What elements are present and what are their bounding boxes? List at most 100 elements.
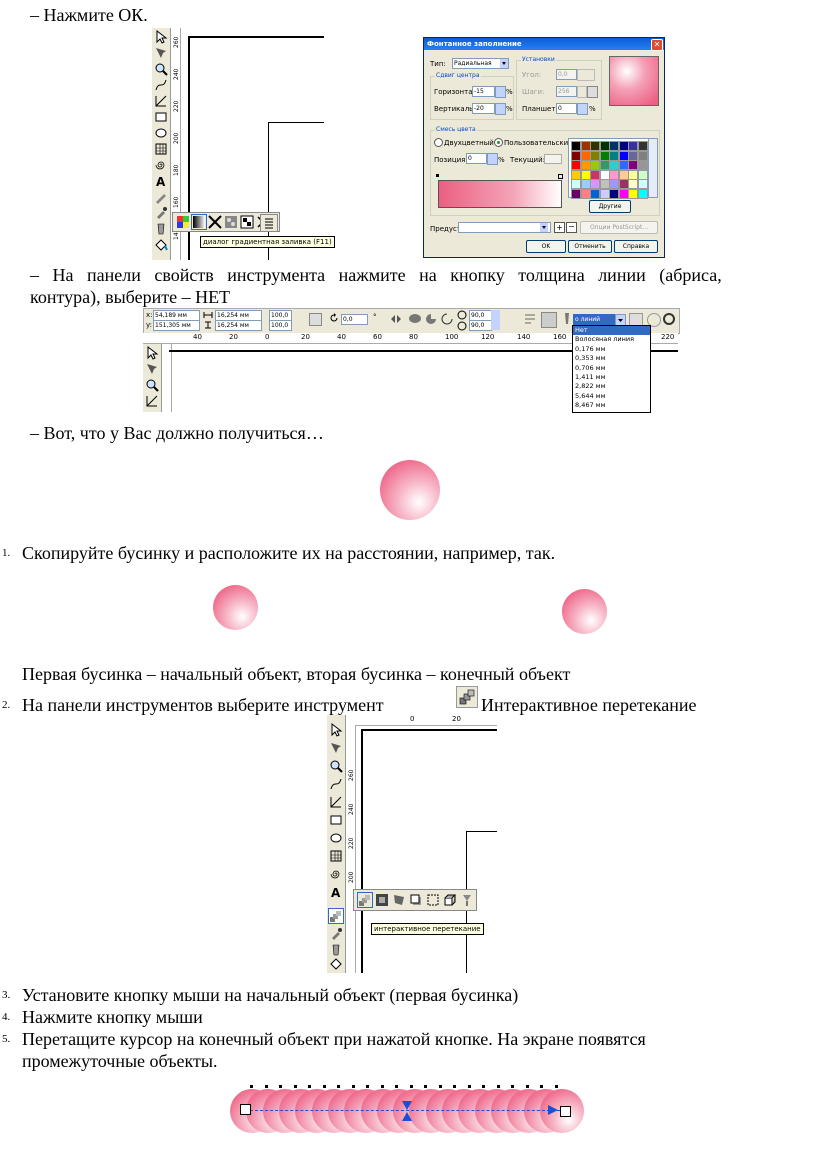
rectangle-tool-icon[interactable] xyxy=(154,110,168,124)
palette-swatch[interactable] xyxy=(609,141,619,151)
add-preset-icon[interactable]: + xyxy=(554,222,565,233)
two-color-radio[interactable] xyxy=(434,138,443,147)
interactive-tool-icon[interactable] xyxy=(154,190,168,204)
text-tool-icon[interactable]: A xyxy=(154,174,168,188)
gradient-bar[interactable] xyxy=(438,180,562,208)
palette-swatch[interactable] xyxy=(618,188,629,199)
palette-swatch[interactable] xyxy=(609,179,619,189)
palette-swatch[interactable] xyxy=(609,188,619,199)
position-spinner[interactable] xyxy=(487,153,498,165)
transparency-icon[interactable] xyxy=(460,893,474,907)
ellipse-tool-icon[interactable] xyxy=(329,831,343,845)
rectangle-tool-icon[interactable] xyxy=(329,813,343,827)
palette-swatch[interactable] xyxy=(637,169,648,180)
outline-option[interactable]: 8,467 мм xyxy=(575,401,606,410)
palette-swatch[interactable] xyxy=(609,160,619,170)
polygon-tool-icon[interactable] xyxy=(329,849,343,863)
palette-swatch[interactable] xyxy=(637,188,648,199)
palette-swatch[interactable] xyxy=(628,169,638,180)
outline-option[interactable]: 5,644 мм xyxy=(575,391,606,400)
shape-tool-icon[interactable] xyxy=(145,362,159,376)
palette-swatch[interactable] xyxy=(609,150,619,161)
palette-swatch[interactable] xyxy=(637,179,648,189)
pad-input[interactable]: 0 xyxy=(556,103,577,114)
pad-spinner[interactable] xyxy=(577,103,588,115)
color-palette-icon[interactable] xyxy=(176,215,190,229)
palette-swatch[interactable] xyxy=(571,160,581,170)
zoom-tool-icon[interactable] xyxy=(154,62,168,76)
outline-option[interactable]: 0,706 мм xyxy=(575,363,606,372)
outline-tool-icon[interactable] xyxy=(154,222,168,236)
position-input[interactable]: 0 xyxy=(466,153,487,164)
horizontal-input[interactable]: -15 xyxy=(472,86,495,97)
height-input[interactable]: 16,254 мм xyxy=(215,320,262,331)
blend-end-handle[interactable] xyxy=(560,1106,571,1117)
outline-option[interactable]: Волосяная линия xyxy=(575,335,635,344)
palette-swatch[interactable] xyxy=(599,160,610,170)
dimension-tool-icon[interactable] xyxy=(154,94,168,108)
blend-tool-icon[interactable] xyxy=(328,908,344,924)
eyedropper-tool-icon[interactable] xyxy=(329,927,343,941)
fill-tool-icon[interactable] xyxy=(154,238,168,252)
outline-option[interactable]: 1,411 мм xyxy=(575,373,606,381)
ellipse-tool-icon[interactable] xyxy=(154,126,168,140)
palette-swatch[interactable] xyxy=(571,150,581,161)
blend-acceleration-handle[interactable] xyxy=(402,1101,412,1121)
palette-swatch[interactable] xyxy=(590,160,600,170)
ring-icon[interactable] xyxy=(663,313,675,325)
cancel-button[interactable]: Отменить xyxy=(568,240,612,253)
palette-swatch[interactable] xyxy=(609,169,619,180)
blend-start-handle[interactable] xyxy=(240,1104,251,1115)
to-front-icon[interactable] xyxy=(541,312,557,328)
palette-swatch[interactable] xyxy=(628,150,638,161)
pick-tool-icon[interactable] xyxy=(145,346,159,360)
palette-swatch[interactable] xyxy=(628,141,638,151)
spiral-tool-icon[interactable] xyxy=(154,158,168,172)
lock-ratio-icon[interactable] xyxy=(309,313,322,326)
outline-option[interactable]: 0,176 мм xyxy=(575,344,606,353)
palette-swatch[interactable] xyxy=(637,141,648,151)
ok-button[interactable]: OK xyxy=(526,240,566,253)
freehand-tool-icon[interactable] xyxy=(154,78,168,92)
distort-icon[interactable] xyxy=(392,893,406,907)
shape-tool-icon[interactable] xyxy=(329,741,343,755)
palette-swatch[interactable] xyxy=(571,141,581,151)
fill-tool-icon[interactable] xyxy=(329,957,343,971)
y-position-input[interactable]: 151,305 мм xyxy=(153,320,200,331)
remove-preset-icon[interactable]: − xyxy=(566,222,577,233)
eyedropper-tool-icon[interactable] xyxy=(154,206,168,220)
palette-swatch[interactable] xyxy=(599,141,610,151)
gradient-fill-icon[interactable] xyxy=(191,214,207,230)
ellipse-icon[interactable] xyxy=(409,314,421,323)
contour-icon[interactable] xyxy=(375,893,389,907)
blend-icon[interactable] xyxy=(357,892,373,908)
outline-width-select[interactable]: о линий xyxy=(573,314,616,325)
envelope-icon[interactable] xyxy=(426,893,440,907)
dimension-tool-icon[interactable] xyxy=(329,795,343,809)
chevron-down-icon[interactable] xyxy=(540,223,548,232)
texture-fill-icon[interactable] xyxy=(224,215,238,229)
palette-swatch[interactable] xyxy=(580,141,591,151)
outline-option[interactable]: 2,822 мм xyxy=(575,382,606,391)
palette-swatch[interactable] xyxy=(628,188,638,199)
mirror-icon[interactable] xyxy=(389,312,403,326)
arc-icon[interactable] xyxy=(441,313,453,325)
chevron-down-icon[interactable] xyxy=(500,59,508,68)
palette-swatch[interactable] xyxy=(618,150,629,161)
clock-icon[interactable] xyxy=(647,313,661,327)
pick-tool-icon[interactable] xyxy=(154,30,168,44)
palette-swatch[interactable] xyxy=(618,160,629,170)
palette-swatch[interactable] xyxy=(580,188,591,199)
vertical-input[interactable]: -20 xyxy=(472,103,495,114)
extrude-icon[interactable] xyxy=(443,893,457,907)
pie-icon[interactable] xyxy=(425,313,437,325)
close-button[interactable]: ✕ xyxy=(651,39,663,51)
gradient-end-marker[interactable] xyxy=(558,174,563,179)
palette-swatch[interactable] xyxy=(580,160,591,170)
palette-swatch[interactable] xyxy=(590,150,600,161)
type-select[interactable]: Радиальная xyxy=(452,58,509,69)
pick-tool-icon[interactable] xyxy=(329,723,343,737)
wrap-text-icon[interactable] xyxy=(523,312,537,326)
palette-swatch[interactable] xyxy=(580,169,591,180)
zoom-tool-icon[interactable] xyxy=(329,759,343,773)
